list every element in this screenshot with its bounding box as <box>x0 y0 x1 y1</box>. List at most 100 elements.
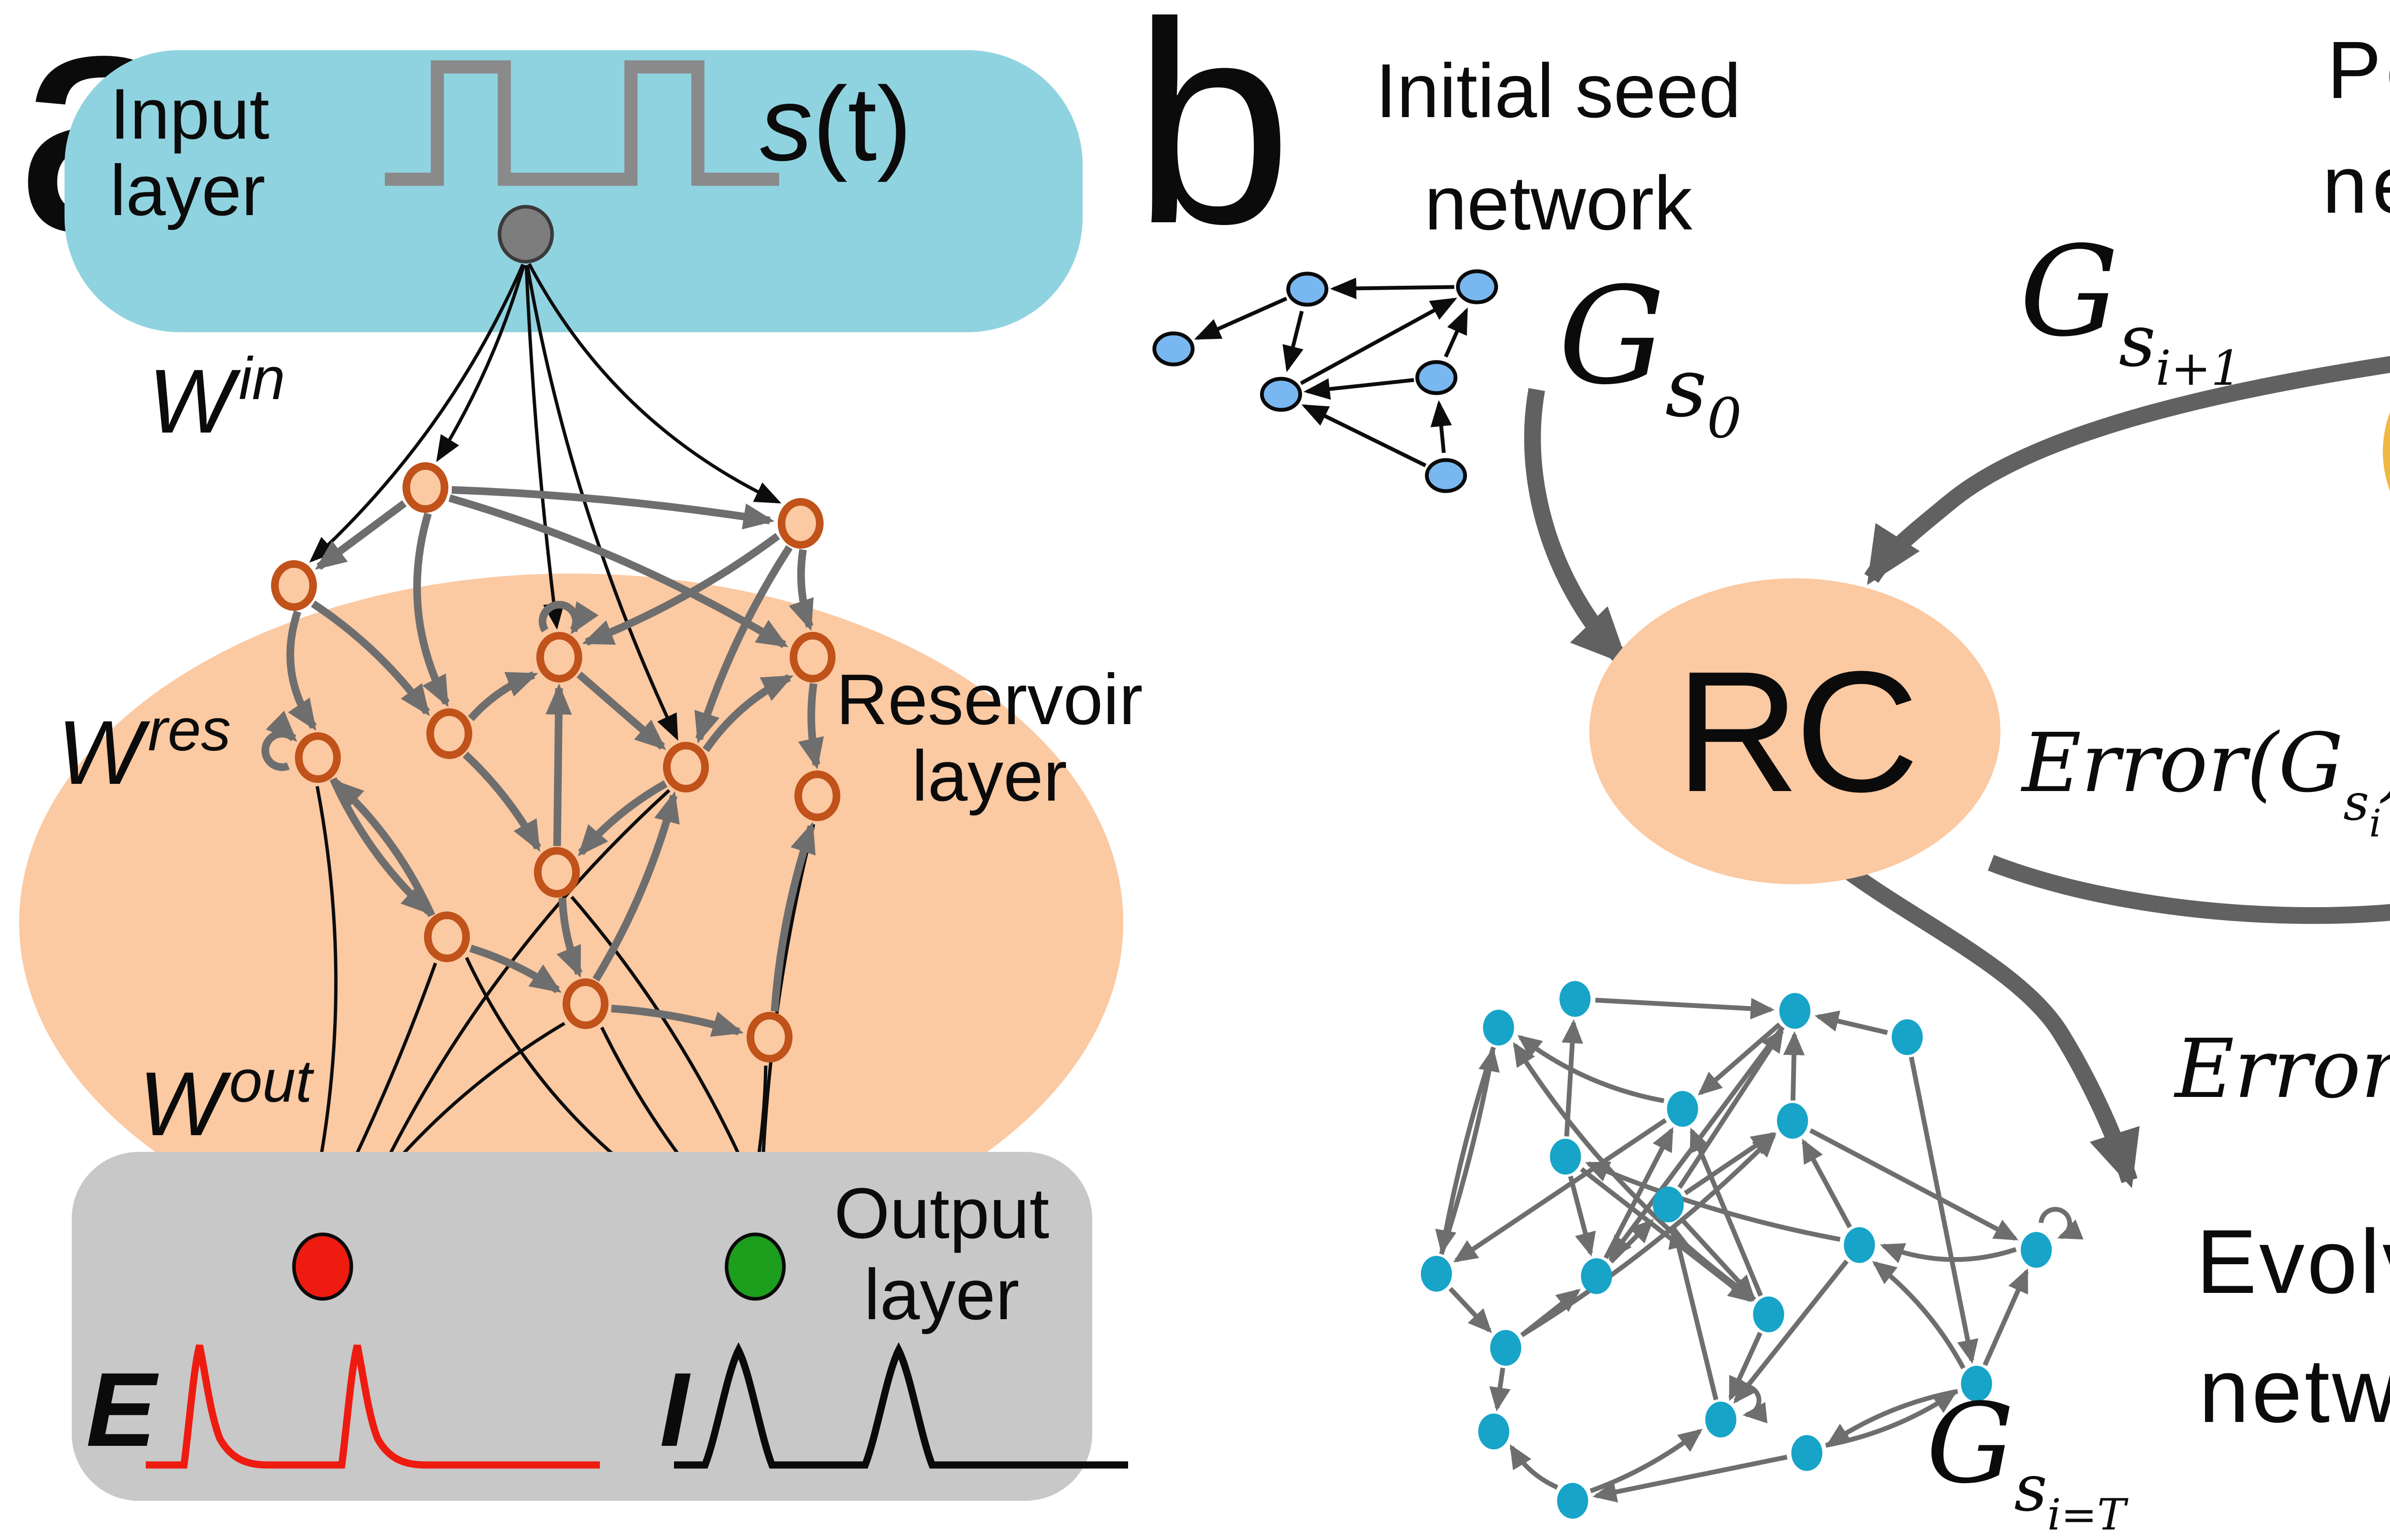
evolved-node <box>1667 1091 1698 1127</box>
evolved-edge <box>1510 1444 1559 1490</box>
evolved-edge <box>1517 1035 1664 1103</box>
evolved-node <box>1779 993 1811 1029</box>
reservoir-node <box>424 911 470 962</box>
reservoir-edge <box>448 494 789 648</box>
evolved-edge <box>1448 1287 1492 1333</box>
reservoir-edge <box>798 683 824 770</box>
w-in-arrows <box>309 263 782 741</box>
output-layer-label-line1: Output <box>834 1173 1049 1253</box>
evolved-edge <box>1489 1367 1511 1411</box>
flow-arrow-seed-to-rc <box>1524 388 1629 666</box>
seed-title-line2: network <box>1424 160 1693 246</box>
evolved-edge <box>1580 1167 1753 1302</box>
reservoir-self-loop <box>539 601 599 635</box>
panel-b-label: b <box>1133 0 1293 283</box>
evolved-graph-label: Gsi=T <box>1926 1380 2129 1540</box>
evolved-edge <box>1909 1056 1978 1364</box>
reservoir-edge <box>469 944 562 994</box>
error-ge-label: Error(Gsi) ≥ ϵ <box>2021 716 2390 846</box>
reservoir-edge <box>789 549 814 631</box>
evolved-node <box>1490 1330 1521 1366</box>
evolved-title-line2: network <box>2199 1340 2390 1442</box>
rc-label: RC <box>1675 636 1914 828</box>
evolved-node <box>1753 1296 1784 1333</box>
reservoir-node <box>536 631 583 683</box>
output-layer-label-line2: layer <box>864 1254 1019 1334</box>
seed-node <box>1260 377 1302 412</box>
evolved-edge <box>1609 1219 1654 1264</box>
evolved-edge <box>1809 1128 2019 1241</box>
reservoir-node <box>402 462 449 513</box>
evolved-node <box>1559 981 1591 1017</box>
model-title-line1: Performance-dependent <box>2327 25 2390 116</box>
reservoir-node <box>295 732 341 783</box>
evolved-edge <box>1982 1268 2029 1366</box>
evolution-model-ellipse <box>2383 412 2390 491</box>
reservoir-node <box>426 708 473 759</box>
evolved-edge <box>1439 1047 1500 1255</box>
reservoir-edge <box>582 533 780 646</box>
evolved-edge <box>1435 1046 1496 1254</box>
evolved-edge <box>1520 1289 1581 1337</box>
evolved-self-loop <box>2039 1207 2084 1240</box>
seed-edge <box>1330 277 1455 299</box>
evolved-edge <box>1592 1454 1788 1503</box>
reservoir-node <box>534 846 580 898</box>
input-layer-box <box>65 50 1083 332</box>
seed-node <box>1415 360 1457 395</box>
reservoir-edge <box>413 512 450 707</box>
reservoir-edge <box>576 671 666 750</box>
evolved-edge <box>1668 1224 1718 1400</box>
input-signal-waveform <box>385 60 780 186</box>
seed-network <box>1152 269 1498 493</box>
flow-arrow-rc-to-evolved <box>1835 858 2140 1188</box>
evolved-node <box>2021 1232 2052 1268</box>
reservoir-self-loop <box>261 710 297 771</box>
reservoir-node <box>794 770 841 821</box>
reservoir-edge <box>694 545 793 744</box>
evolved-edge <box>1733 1259 1849 1404</box>
seed-graph-label: Gs0 <box>1558 259 1742 451</box>
evolved-edge <box>1814 1010 1888 1035</box>
evolved-node <box>1891 1019 1923 1055</box>
reservoir-network <box>261 462 841 1063</box>
reservoir-node <box>778 498 824 549</box>
reservoir-edge <box>315 500 407 570</box>
evolved-node <box>1961 1366 1992 1402</box>
seed-edge <box>1444 307 1468 358</box>
seed-edge <box>1282 311 1304 372</box>
evolved-node <box>1581 1258 1612 1294</box>
reservoir-edge <box>771 822 816 1012</box>
reservoir-edge <box>577 780 668 857</box>
evolved-node <box>1557 1483 1588 1519</box>
reservoir-node <box>563 978 609 1029</box>
reservoir-node <box>790 631 836 683</box>
error-lt-label: Error(Gsi) < ϵ <box>2173 1022 2390 1151</box>
seed-title-line1: Initial seed <box>1376 48 1741 133</box>
e-spike-label: E <box>86 1351 159 1468</box>
seed-edge <box>1430 400 1452 453</box>
evolved-node <box>1550 1139 1581 1175</box>
evolved-edge <box>1783 1031 1805 1101</box>
evolved-edge <box>1677 1028 1784 1189</box>
reservoir-edge <box>592 791 680 982</box>
evolved-edge <box>1802 1139 1852 1228</box>
evolved-network <box>1421 981 2084 1519</box>
seed-edge <box>1301 404 1427 467</box>
w-in-arrow <box>524 265 565 630</box>
evolved-edge <box>1453 1118 1667 1263</box>
w-in-arrow <box>527 263 782 504</box>
evolved-self-loop <box>1728 1384 1768 1423</box>
reservoir-edge <box>702 674 793 752</box>
evolved-node <box>1652 1186 1684 1223</box>
evolved-edge <box>1872 1261 1966 1369</box>
reservoir-edge <box>332 779 435 917</box>
reservoir-node <box>663 741 709 792</box>
i-spike-label: I <box>660 1351 691 1468</box>
evolved-edge <box>1680 1218 1755 1300</box>
seed-node <box>1286 271 1328 307</box>
reservoir-edge <box>611 1005 744 1037</box>
seed-node <box>1456 269 1498 304</box>
